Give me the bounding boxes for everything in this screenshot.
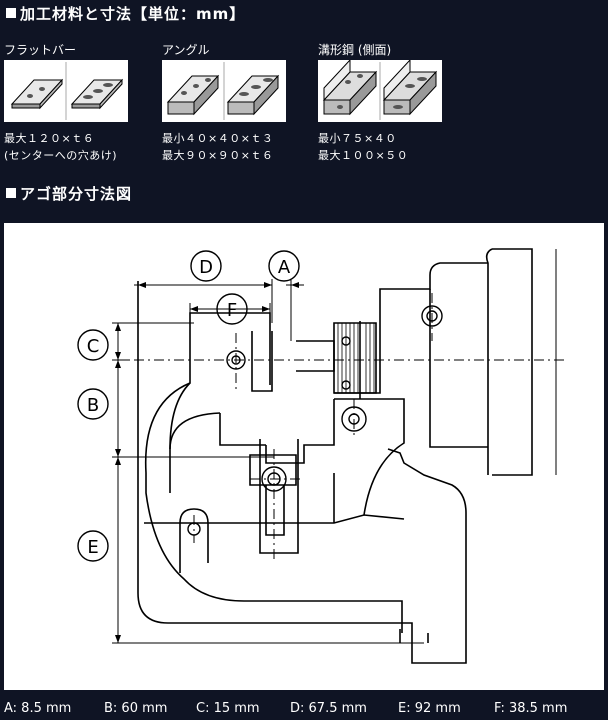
dimension-d: D: 67.5 mm [290, 701, 367, 716]
label-e-circle [77, 530, 109, 562]
spec-line-2: 最大９０×９０×ｔ６ [162, 149, 274, 162]
label-c: C [87, 336, 100, 357]
dimension-e: E: 92 mm [398, 701, 461, 716]
label-c-circle [77, 329, 109, 361]
dimension-b: B: 60 mm [104, 701, 168, 716]
material-spec: 最小７５×４０ 最大１００×５０ [318, 130, 442, 164]
jaw-section-title: アゴ部分寸法図 [6, 183, 132, 204]
dimension-f: F: 38.5 mm [494, 701, 568, 716]
material-label: フラットバー [4, 43, 77, 57]
spec-line-1: 最大１２０×ｔ６ [4, 132, 95, 145]
flat-bar-icon [4, 60, 128, 122]
label-b: B [87, 395, 99, 416]
label-d-circle [190, 250, 222, 282]
bullet-square-icon [6, 188, 16, 198]
material-card-flat-bar: フラットバー 最大１２０×ｔ６ (センターへの穴あけ) [4, 42, 128, 164]
spec-line-2: 最大１００×５０ [318, 149, 409, 162]
label-f: F [227, 300, 237, 321]
center-lines [114, 293, 564, 563]
label-e: E [87, 537, 98, 558]
material-spec: 最大１２０×ｔ６ (センターへの穴あけ) [4, 130, 128, 164]
dimension-c: C: 15 mm [196, 701, 260, 716]
material-card-angle: アングル 最小４０×４０×ｔ３ 最大９０×９０×ｔ６ [162, 42, 286, 164]
jaw-section-title-text: アゴ部分寸法図 [20, 185, 133, 203]
spec-line-2: (センターへの穴あけ) [4, 149, 118, 162]
material-section-title: 加工材料と寸法【単位：mm】 [6, 3, 245, 24]
material-card-channel: 溝形鋼 (側面) 最小７５×４０ 最大１００×５０ [318, 42, 442, 164]
channel-icon [318, 60, 442, 122]
punch-body-outline [137, 248, 533, 664]
label-d: D [199, 257, 213, 278]
dimension-a: A: 8.5 mm [4, 701, 72, 716]
label-f-circle [216, 293, 248, 325]
label-a: A [278, 257, 291, 278]
label-b-circle [77, 388, 109, 420]
dimension-legend: A: 8.5 mm B: 60 mm C: 15 mm D: 67.5 mm E… [0, 698, 608, 720]
material-section-title-text: 加工材料と寸法【単位：mm】 [20, 5, 246, 23]
spec-line-1: 最小４０×４０×ｔ３ [162, 132, 274, 145]
label-a-circle [268, 250, 300, 282]
jaw-dimension-diagram: D A F C B E [4, 223, 604, 690]
material-label: アングル [162, 43, 210, 57]
angle-icon [162, 60, 286, 122]
spec-line-1: 最小７５×４０ [318, 132, 397, 145]
dimension-arrows [115, 282, 299, 643]
material-label: 溝形鋼 (側面) [318, 43, 392, 57]
dimension-lines [112, 249, 557, 644]
bullet-square-icon [6, 8, 16, 18]
material-spec: 最小４０×４０×ｔ３ 最大９０×９０×ｔ６ [162, 130, 286, 164]
knurl-ring [337, 323, 375, 393]
